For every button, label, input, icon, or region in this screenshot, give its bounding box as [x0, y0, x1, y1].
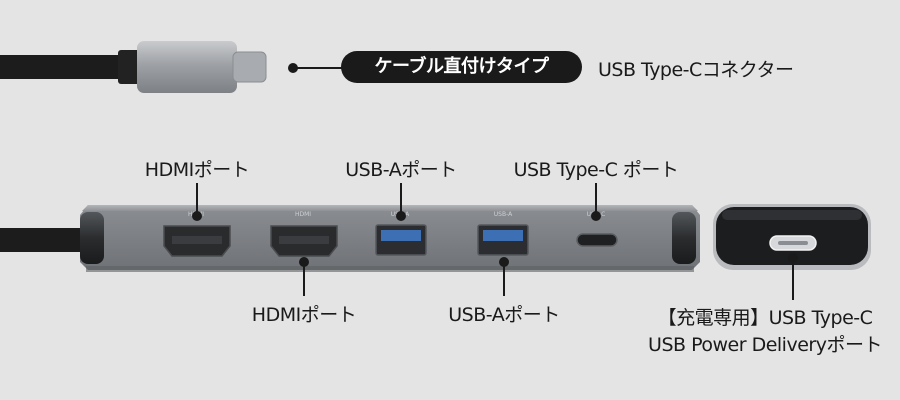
pd-end-highlight — [722, 210, 862, 220]
callout-dot-usbc-top — [591, 211, 601, 221]
pd-label-line2: USB Power Deliveryポート — [648, 334, 882, 356]
callout-dot-hdmi-bottom — [299, 257, 309, 267]
hdmi-port-2-tongue — [279, 236, 329, 244]
callout-usba-top: USB-Aポート — [345, 159, 457, 181]
hub-right-cap — [672, 212, 696, 264]
callout-dot-usba-bottom — [499, 257, 509, 267]
port-label-hdmi-2: HDMI — [295, 211, 311, 218]
port-label-usba-2: USB-A — [494, 211, 513, 218]
pd-label-line1: 【充電専用】USB Type-C — [657, 307, 873, 329]
hdmi-port-1-tongue — [172, 236, 222, 244]
hub-shadow — [86, 266, 694, 272]
callout-usbc-top: USB Type-C ポート — [513, 159, 679, 181]
callout-dot-usba-top — [396, 211, 406, 221]
usb-c-plug-housing — [137, 41, 237, 93]
hub-top-edge — [82, 205, 698, 211]
callout-dot-connector — [288, 63, 298, 73]
callout-usba-bottom: USB-Aポート — [448, 304, 560, 326]
usb-a-port-1-tongue — [381, 230, 421, 241]
connector-label: USB Type-Cコネクター — [598, 59, 794, 81]
callout-dot-pd — [788, 253, 798, 263]
usb-c-plug-tip — [232, 51, 267, 83]
usb-c-port-hub — [576, 233, 618, 247]
hub-cable — [0, 228, 85, 252]
pd-usb-c-port-inner — [778, 241, 808, 245]
callout-hdmi-bottom: HDMIポート — [251, 304, 357, 326]
cable-type-badge: ケーブル直付けタイプ — [341, 51, 582, 83]
callout-hdmi-top: HDMIポート — [144, 159, 250, 181]
usb-a-port-2-tongue — [483, 230, 523, 241]
callout-dot-hdmi-top — [192, 211, 202, 221]
hub-left-cap — [80, 212, 104, 264]
